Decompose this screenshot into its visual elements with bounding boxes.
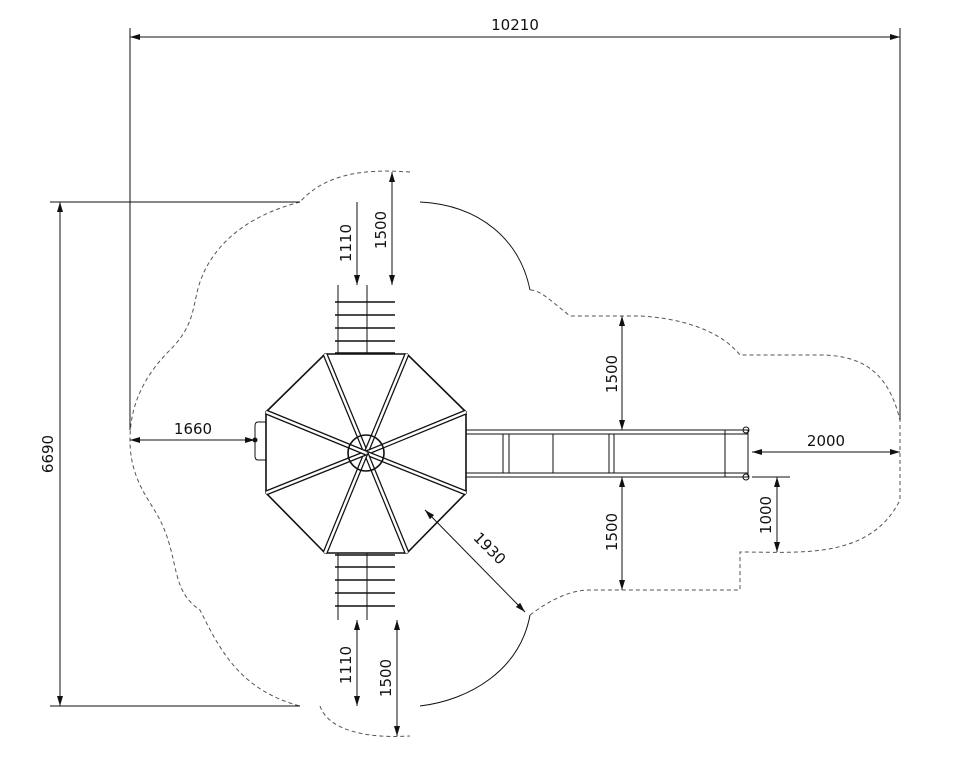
dim-slide-end: 2000 bbox=[807, 432, 845, 450]
slide bbox=[465, 426, 750, 481]
dim-top-ladder-outer: 1500 bbox=[372, 211, 390, 249]
top-ladder bbox=[335, 285, 395, 354]
dim-overall-width: 10210 bbox=[491, 16, 539, 34]
dim-overall-depth: 6690 bbox=[39, 435, 57, 473]
dimensions bbox=[50, 28, 901, 736]
safety-zone-boundary bbox=[129, 170, 901, 737]
dim-diagonal-clearance: 1930 bbox=[470, 529, 510, 569]
bottom-ladder bbox=[335, 553, 395, 620]
dim-bottom-ladder-outer: 1500 bbox=[377, 659, 395, 697]
dim-slide-side-top: 1500 bbox=[603, 355, 621, 393]
tower-roof bbox=[252, 353, 467, 554]
dim-slide-exit-offset: 1000 bbox=[757, 496, 775, 534]
dim-bottom-ladder-inner: 1110 bbox=[337, 646, 355, 684]
dim-top-ladder-inner: 1110 bbox=[337, 224, 355, 262]
dim-slide-side-bottom: 1500 bbox=[603, 513, 621, 551]
dim-left-clearance: 1660 bbox=[174, 420, 212, 438]
